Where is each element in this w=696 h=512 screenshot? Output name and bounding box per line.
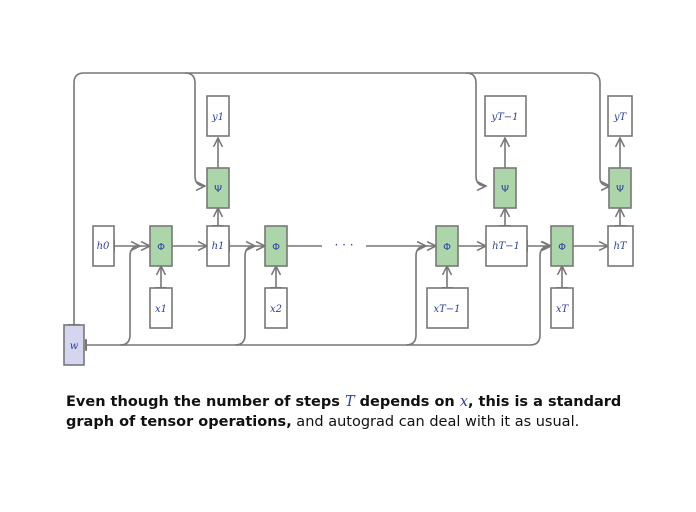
x1-box: x1 (149, 287, 173, 329)
svg-text:Φ: Φ (443, 242, 451, 253)
h1-box: h1 (206, 225, 230, 267)
svg-text:Φ: Φ (272, 242, 280, 253)
edges (74, 72, 620, 346)
yT1-box: yT−1 (484, 95, 527, 137)
psi-box-T: Ψ (608, 167, 632, 209)
svg-text:yT: yT (613, 112, 628, 123)
x2-box: x2 (264, 287, 288, 329)
psi-box-T1: Ψ (493, 167, 517, 209)
caption-part2: depends on (354, 394, 460, 410)
hT1-box: hT−1 (485, 225, 528, 267)
svg-text:xT−1: xT−1 (433, 304, 460, 315)
svg-text:xT: xT (556, 304, 570, 315)
ellipsis: · · · (334, 238, 353, 252)
h0-box: h0 (92, 225, 115, 267)
svg-text:x2: x2 (270, 304, 282, 315)
caption-T: T (344, 394, 355, 410)
svg-text:x1: x1 (155, 304, 167, 315)
svg-text:yT−1: yT−1 (490, 112, 518, 123)
param-w: w (63, 324, 85, 366)
svg-text:h1: h1 (212, 241, 225, 252)
svg-text:Ψ: Ψ (214, 184, 222, 195)
caption-part3: , this is a standard graph of tensor ope… (66, 394, 622, 430)
hT-box: hT (607, 225, 634, 267)
xT-box: xT (550, 287, 574, 329)
caption-part1: Even though the number of steps (66, 394, 345, 410)
psi-box-1: Ψ (206, 167, 230, 209)
w-to-psi-T (74, 72, 610, 325)
svg-text:h0: h0 (97, 241, 110, 252)
yT-box: yT (607, 95, 633, 137)
phi-box-1: Φ (149, 225, 173, 267)
w-to-phi-1 (119, 246, 140, 346)
phi-box-T1: Φ (435, 225, 459, 267)
caption-part4: and autograd can deal with it as usual. (291, 414, 580, 430)
svg-text:w: w (70, 341, 79, 352)
svg-text:hT: hT (613, 241, 627, 252)
w-to-phi-T1 (405, 246, 426, 346)
xT1-box: xT−1 (426, 287, 469, 329)
phi-box-T: Φ (550, 225, 574, 267)
y1-box: y1 (206, 95, 230, 137)
svg-text:hT−1: hT−1 (492, 241, 520, 252)
svg-text:Ψ: Ψ (501, 184, 509, 195)
caption-x: x (459, 394, 468, 410)
w-to-psi-1 (184, 72, 205, 186)
w-to-phi-2 (234, 246, 255, 346)
w-to-psi-T1 (465, 72, 486, 186)
svg-text:Φ: Φ (558, 242, 566, 253)
svg-text:y1: y1 (211, 112, 224, 123)
svg-text:Ψ: Ψ (616, 184, 624, 195)
caption: Even though the number of steps T depend… (66, 392, 666, 432)
svg-text:Φ: Φ (157, 242, 165, 253)
phi-box-2: Φ (264, 225, 288, 267)
